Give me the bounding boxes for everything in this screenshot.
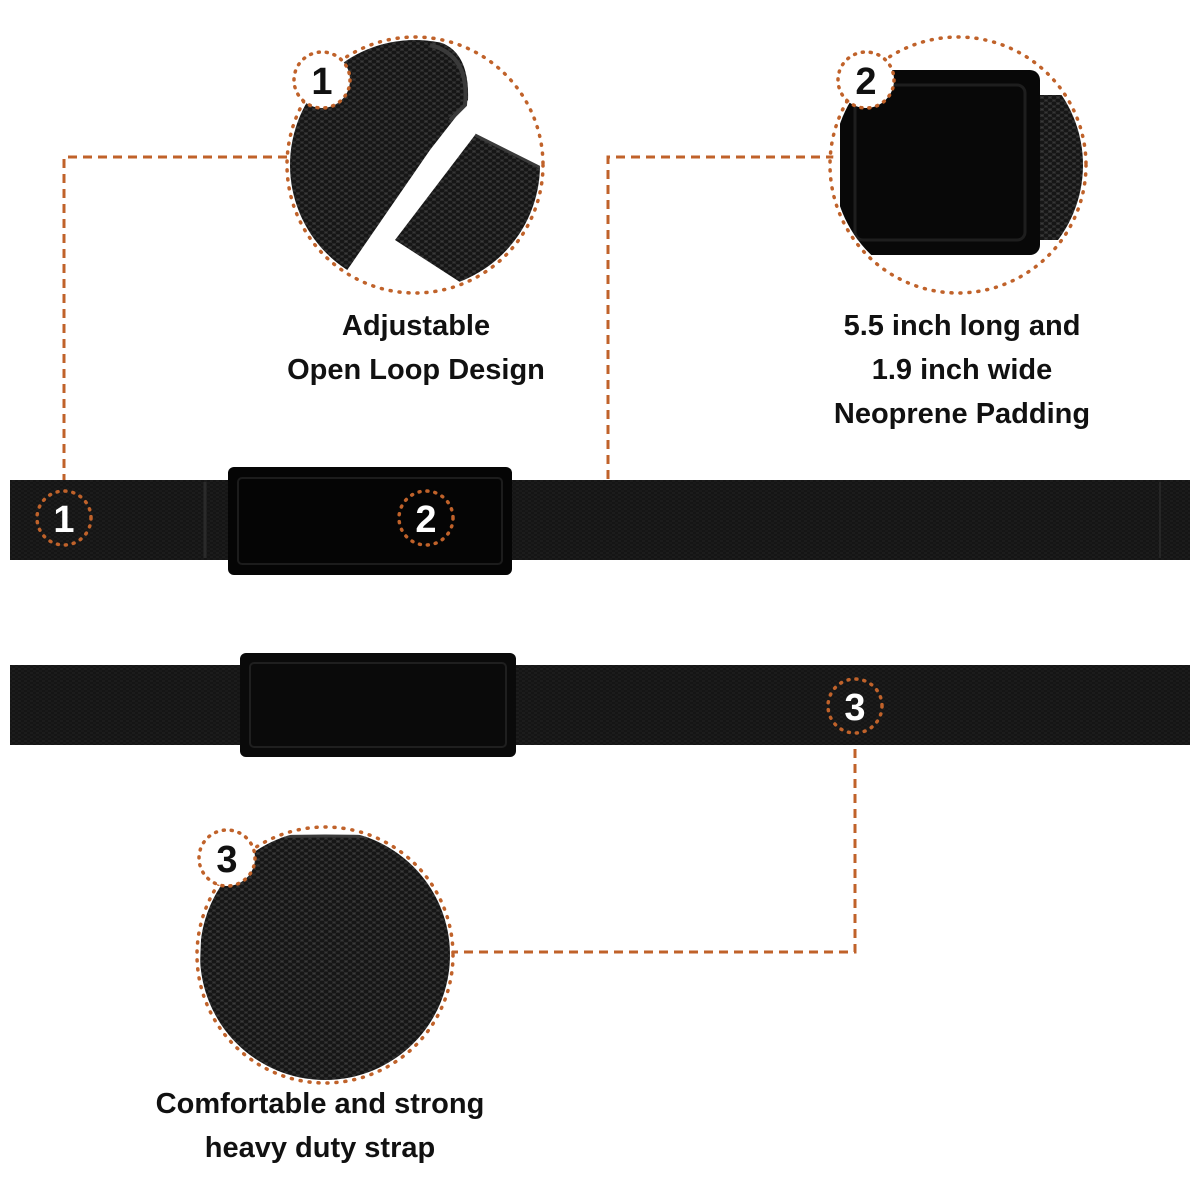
badge-2-strap-number: 2	[415, 499, 436, 541]
badge-2-number: 2	[855, 61, 876, 103]
caption-line: Comfortable and strong	[155, 1088, 485, 1120]
detail-heavy-duty-strap	[195, 825, 455, 1085]
badge-3-strap-number: 3	[844, 687, 865, 729]
caption-neoprene-padding: 5.5 inch long and 1.9 inch wide Neoprene…	[762, 304, 1162, 436]
caption-line: heavy duty strap	[204, 1132, 436, 1164]
neoprene-pad-top	[228, 467, 512, 575]
badge-1-number: 1	[311, 61, 332, 103]
strap-top	[10, 467, 1190, 575]
caption-heavy-duty-strap: Comfortable and strong heavy duty strap	[120, 1082, 520, 1170]
caption-line: 1.9 inch wide	[871, 354, 1053, 386]
neoprene-pad-bottom	[240, 653, 516, 757]
caption-line: 5.5 inch long and	[843, 310, 1081, 342]
badge-3-number: 3	[216, 839, 237, 881]
strap-bottom	[10, 653, 1190, 757]
leader-line-1	[62, 155, 292, 498]
badge-1-strap: 1	[35, 489, 93, 547]
detail-open-loop	[285, 35, 545, 295]
badge-2-detail: 2	[836, 50, 896, 110]
caption-line: Open Loop Design	[287, 354, 545, 386]
caption-line: Adjustable	[341, 310, 491, 342]
badge-2-strap: 2	[397, 489, 455, 547]
badge-3-detail: 3	[197, 828, 257, 888]
badge-1-strap-number: 1	[53, 499, 74, 541]
leader-line-3	[452, 734, 857, 954]
caption-line: Neoprene Padding	[833, 398, 1091, 430]
badge-1-detail: 1	[292, 50, 352, 110]
caption-open-loop: Adjustable Open Loop Design	[216, 304, 616, 392]
badge-3-strap: 3	[826, 677, 884, 735]
